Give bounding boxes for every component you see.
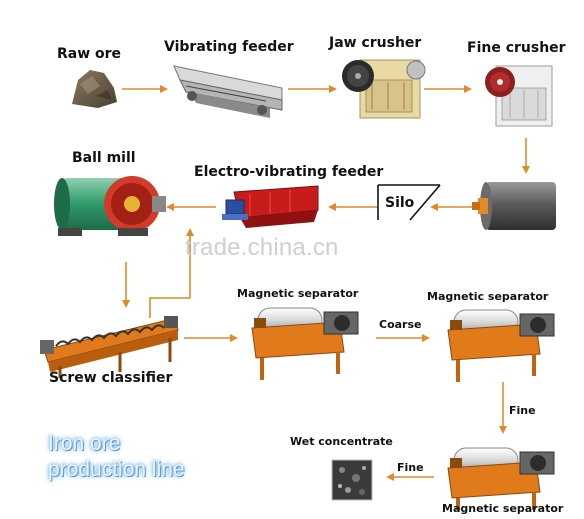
fine-crusher-machine <box>485 65 553 127</box>
caption-line-2: production line <box>48 458 185 481</box>
watermark-text: trade.china.cn <box>185 234 339 261</box>
label-jaw-crusher: Jaw crusher <box>329 35 422 51</box>
jaw-crusher-machine <box>342 59 426 119</box>
label-vibrating-feeder: Vibrating feeder <box>164 39 294 55</box>
label-fine-crusher: Fine crusher <box>467 40 566 56</box>
magnetic-separator-2-machine <box>447 309 555 382</box>
wet-concentrate-sample <box>331 459 373 501</box>
label-fine-2: Fine <box>397 461 424 474</box>
caption-line-1: Iron ore <box>48 432 121 455</box>
flow-arrows <box>122 85 530 481</box>
magnetic-drum-machine <box>472 182 556 230</box>
label-silo: Silo <box>385 195 415 211</box>
arrow-classifier-return <box>149 228 194 318</box>
silo-symbol <box>377 184 441 221</box>
vibrating-feeder-machine <box>173 65 283 118</box>
label-ball-mill: Ball mill <box>72 150 136 166</box>
label-electro-vibrating-feeder: Electro-vibrating feeder <box>194 164 384 180</box>
ball-mill-machine <box>54 176 166 236</box>
label-magnetic-separator-3: Magnetic separator <box>442 502 564 515</box>
label-magnetic-separator-2: Magnetic separator <box>427 290 549 303</box>
label-fine-1: Fine <box>509 404 536 417</box>
label-screw-classifier: Screw classifier <box>49 370 173 386</box>
magnetic-separator-3-machine <box>447 447 555 510</box>
label-raw-ore: Raw ore <box>57 46 122 62</box>
label-coarse: Coarse <box>379 318 422 331</box>
label-magnetic-separator-1: Magnetic separator <box>237 287 359 300</box>
electro-vibrating-feeder-machine <box>222 185 319 228</box>
magnetic-separator-1-machine <box>251 307 359 380</box>
raw-ore-rock <box>72 70 117 108</box>
label-wet-concentrate: Wet concentrate <box>290 435 393 448</box>
screw-classifier-machine <box>40 316 179 378</box>
